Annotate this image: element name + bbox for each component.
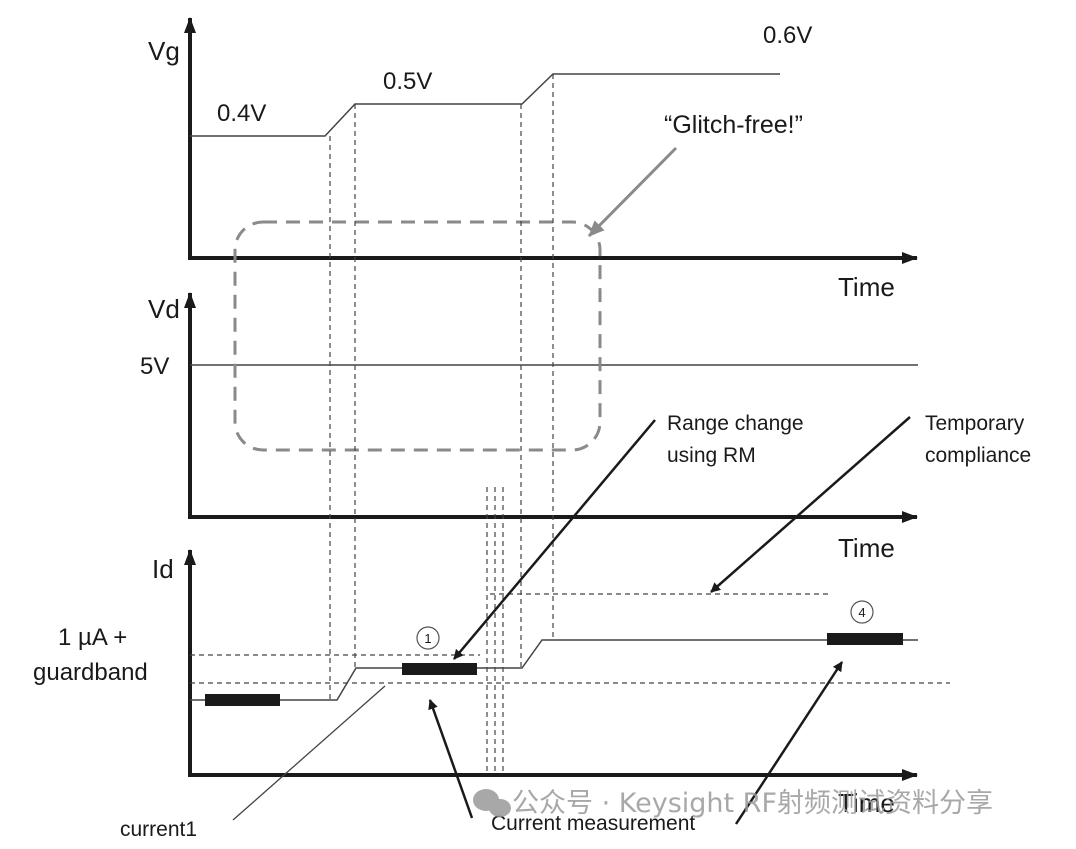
guardband-label-line2: guardband xyxy=(33,659,148,686)
marker-4-circle xyxy=(850,600,874,624)
glitch-free-arrow xyxy=(587,146,678,238)
range-change-label-line2: using RM xyxy=(667,444,756,467)
current-measurement-arrow-1 xyxy=(428,699,474,819)
id-axis-label: Id xyxy=(152,554,174,584)
id-panel: 1 4 Id Time 1 µA + guardband xyxy=(33,549,950,818)
marker-4-label: 4 xyxy=(858,605,865,620)
glitch-free-region xyxy=(233,220,602,452)
marker-1-label: 1 xyxy=(424,631,431,646)
watermark: 公众号 · Keysight RF射频测试资料分享 xyxy=(473,788,993,819)
guardband-label-line1: 1 µA + xyxy=(58,624,127,651)
vg-waveform xyxy=(190,73,780,137)
vg-axis-label: Vg xyxy=(148,36,180,66)
current-measurement-label: Current measurement xyxy=(491,812,695,835)
current1-pointer-line xyxy=(232,685,386,821)
measurement-bar-1 xyxy=(402,663,477,675)
watermark-text: 公众号 · Keysight RF射频测试资料分享 xyxy=(512,788,993,819)
temporary-compliance-label-line2: compliance xyxy=(925,444,1031,467)
vg-time-label: Time xyxy=(838,272,895,302)
transition-markers xyxy=(329,74,554,775)
annotations: Range change using RM Temporary complian… xyxy=(120,412,1031,841)
vg-level-0-5v: 0.5V xyxy=(383,68,432,95)
id-time-label: Time xyxy=(838,788,895,818)
temporary-compliance-arrow xyxy=(710,416,911,593)
id-waveform xyxy=(190,639,918,701)
current1-label: current1 xyxy=(120,818,197,841)
wechat-icon xyxy=(473,789,511,817)
vd-axis-label: Vd xyxy=(148,294,180,324)
range-change-label-line1: Range change xyxy=(667,412,804,435)
marker-1-circle xyxy=(416,626,440,650)
vg-level-0-6v: 0.6V xyxy=(763,22,812,49)
current-measurement-arrow-4 xyxy=(734,661,844,825)
glitch-free-callout: “Glitch-free!” xyxy=(664,111,803,139)
measurement-bar-initial xyxy=(205,694,280,706)
vg-panel: Vg Time 0.4V 0.5V 0.6V “Glitch-free!” xyxy=(148,17,918,302)
measurement-bar-4 xyxy=(827,633,903,645)
vd-level-5v: 5V xyxy=(140,353,169,380)
vd-time-label: Time xyxy=(838,533,895,563)
temporary-compliance-label-line1: Temporary xyxy=(925,412,1025,435)
vg-level-0-4v: 0.4V xyxy=(217,100,266,127)
range-change-arrow xyxy=(453,419,656,660)
